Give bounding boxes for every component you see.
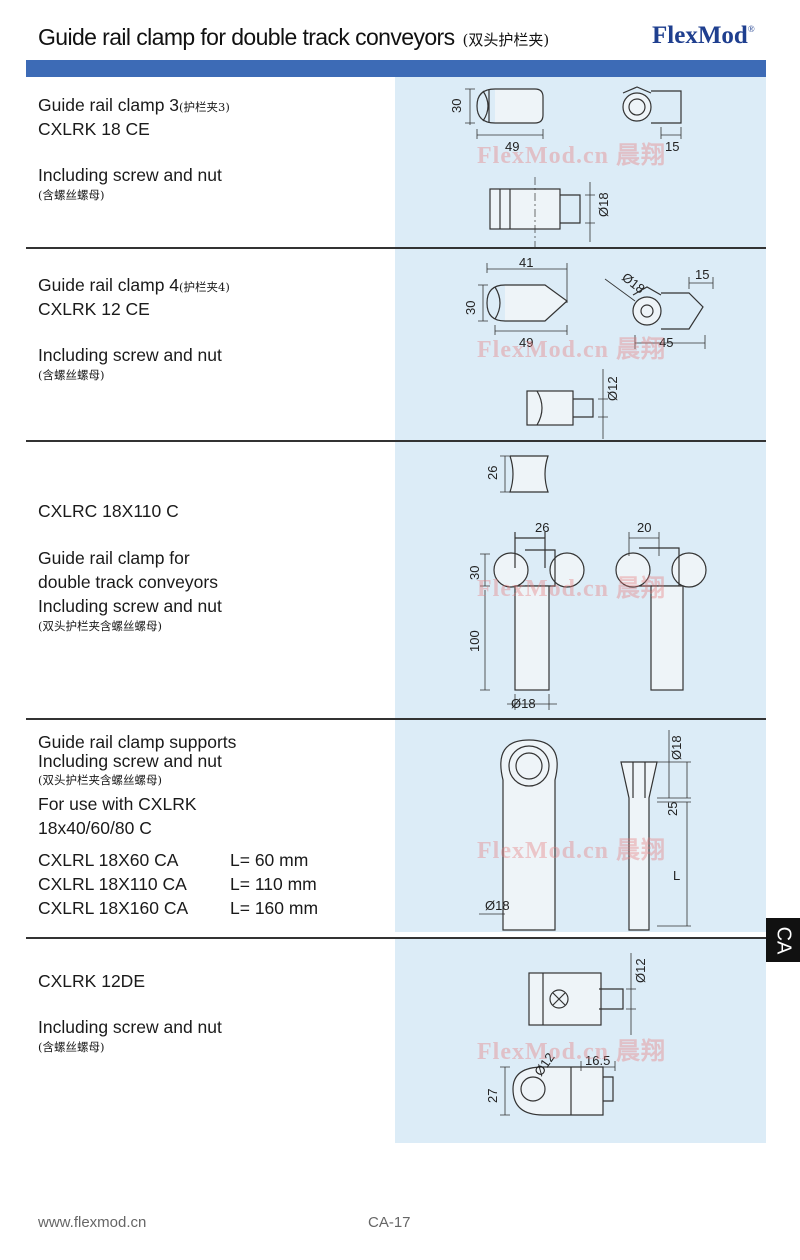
- dim-label: Ø18: [511, 696, 536, 711]
- product-name-cn: (护栏夹4): [179, 280, 230, 294]
- dim-label: Ø12: [605, 376, 620, 401]
- variant-row: CXLRL 18X60 CA L= 60 mm: [38, 848, 308, 872]
- registered-mark: ®: [747, 24, 755, 34]
- variant-length: L= 60 mm: [230, 850, 309, 870]
- variant-code: CXLRL 18X110 CA: [38, 874, 187, 894]
- product-code: CXLRC 18X110 C: [38, 501, 179, 521]
- variant-length: L= 160 mm: [230, 898, 319, 918]
- product-row-4: Guide rail clamp supports Including scre…: [26, 720, 766, 932]
- row-divider: [26, 440, 766, 442]
- product-row-2: Guide rail clamp 4(护栏夹4) CXLRK 12 CE Inc…: [26, 249, 766, 440]
- drawing-panel: 30 49 15 Ø18 FlexMod.cn 晨翔: [395, 77, 766, 248]
- watermark: FlexMod.cn 晨翔: [477, 1039, 666, 1065]
- dimension-labels: Ø18 25 L Ø18: [485, 735, 684, 913]
- dim-label: 26: [485, 466, 500, 480]
- technical-drawing: Ø18 25 L Ø18: [479, 730, 691, 931]
- product-use-line: 18x40/60/80 C: [38, 818, 152, 838]
- variant-code: CXLRL 18X60 CA: [38, 850, 179, 870]
- product-row-5: CXLRK 12DE Including screw and nut (含螺丝螺…: [26, 939, 766, 1143]
- product-title: Guide rail clamp supports: [38, 732, 237, 752]
- variant-length: L= 110 mm: [230, 874, 317, 894]
- product-name-text: Guide rail clamp 3: [38, 95, 180, 115]
- product-code: CXLRK 12 CE: [38, 299, 150, 319]
- footer-url[interactable]: www.flexmod.cn: [38, 1214, 147, 1231]
- page-title: Guide rail clamp for double track convey…: [38, 24, 549, 51]
- technical-drawing: 30 49 15 Ø18: [449, 86, 682, 247]
- product-desc-cn: (含螺丝螺母): [38, 188, 105, 202]
- brand-logo: FlexMod®: [652, 22, 755, 50]
- product-name-text: Guide rail clamp 4: [38, 275, 180, 295]
- product-desc-cn: (含螺丝螺母): [38, 368, 105, 382]
- dim-label: Ø18: [596, 192, 611, 217]
- product-use-line: For use with CXLRK: [38, 794, 197, 814]
- page-title-cn: (双头护栏夹): [462, 31, 550, 49]
- product-desc: Including screw and nut: [38, 1017, 222, 1037]
- technical-drawing: 26 26 20 30 100 Ø18: [467, 455, 707, 711]
- header-accent-bar: [26, 60, 766, 77]
- dim-label: 49: [505, 139, 519, 154]
- watermark: FlexMod.cn 晨翔: [477, 576, 666, 602]
- product-name-cn: (护栏夹3): [179, 100, 230, 114]
- technical-drawing: 41 30 49 Ø18 15 45 Ø12: [463, 255, 714, 439]
- section-tab-label: CA: [772, 926, 795, 954]
- page-number: CA-17: [368, 1214, 411, 1231]
- dim-label: 15: [665, 139, 679, 154]
- dim-label: 30: [467, 566, 482, 580]
- dimension-labels: 26 26 20 30 100 Ø18: [467, 466, 651, 711]
- product-name: Guide rail clamp 4(护栏夹4): [38, 273, 230, 299]
- dim-label: Ø12: [633, 958, 648, 983]
- product-row-3: CXLRC 18X110 C Guide rail clamp for doub…: [26, 442, 766, 718]
- dim-label: 25: [665, 802, 680, 816]
- dim-label: 30: [449, 99, 464, 113]
- drawing-panel: 41 30 49 Ø18 15 45 Ø12 FlexMod.cn 晨翔: [395, 249, 766, 440]
- dim-label: 49: [519, 335, 533, 350]
- product-desc: Including screw and nut: [38, 165, 222, 185]
- dim-label: Ø18: [669, 735, 684, 760]
- dim-label: 26: [535, 520, 549, 535]
- brand-name: FlexMod: [652, 22, 748, 49]
- product-row-1: Guide rail clamp 3(护栏夹3) CXLRK 18 CE Inc…: [26, 77, 766, 248]
- dim-label: 30: [463, 301, 478, 315]
- watermark: FlexMod.cn 晨翔: [477, 143, 666, 169]
- product-desc-line: double track conveyors: [38, 572, 218, 592]
- dim-label: 15: [695, 267, 709, 282]
- technical-drawing: Ø12 Ø12 16.5 27: [485, 953, 648, 1116]
- dim-label: 45: [659, 335, 673, 350]
- dim-label: 20: [637, 520, 651, 535]
- page-title-text: Guide rail clamp for double track convey…: [38, 24, 455, 50]
- dim-label: Ø18: [485, 898, 510, 913]
- dim-label: L: [673, 868, 680, 883]
- variant-row: CXLRL 18X110 CA L= 110 mm: [38, 872, 317, 896]
- product-desc-cn: (双头护栏夹含螺丝螺母): [38, 773, 162, 787]
- variant-code: CXLRL 18X160 CA: [38, 898, 189, 918]
- dimension-labels: 41 30 49 Ø18 15 45 Ø12: [463, 255, 709, 401]
- product-code: CXLRK 18 CE: [38, 119, 150, 139]
- drawing-panel: Ø12 Ø12 16.5 27 FlexMod.cn 晨翔: [395, 939, 766, 1143]
- section-tab[interactable]: CA: [766, 918, 800, 962]
- drawing-panel: Ø18 25 L Ø18 FlexMod.cn 晨翔: [395, 720, 766, 932]
- dimension-labels: 30 49 15 Ø18: [449, 99, 679, 217]
- product-desc: Including screw and nut: [38, 751, 222, 771]
- product-desc-cn: (双头护栏夹含螺丝螺母): [38, 619, 162, 633]
- watermark: FlexMod.cn 晨翔: [477, 337, 666, 363]
- row-divider: [26, 937, 766, 939]
- row-divider: [26, 247, 766, 249]
- variant-row: CXLRL 18X160 CA L= 160 mm: [38, 896, 318, 920]
- row-divider: [26, 718, 766, 720]
- product-code: CXLRK 12DE: [38, 971, 145, 991]
- dim-label: 16.5: [585, 1053, 610, 1068]
- product-desc-cn: (含螺丝螺母): [38, 1040, 105, 1054]
- product-desc-line: Guide rail clamp for: [38, 548, 190, 568]
- product-name: Guide rail clamp 3(护栏夹3): [38, 93, 230, 119]
- drawing-panel: 26 26 20 30 100 Ø18 FlexMod.cn 晨翔: [395, 442, 766, 718]
- dim-label: 100: [467, 630, 482, 652]
- product-desc-line: Including screw and nut: [38, 596, 222, 616]
- watermark: FlexMod.cn 晨翔: [477, 838, 666, 864]
- dim-label: 41: [519, 255, 533, 270]
- product-desc: Including screw and nut: [38, 345, 222, 365]
- dim-label: 27: [485, 1089, 500, 1103]
